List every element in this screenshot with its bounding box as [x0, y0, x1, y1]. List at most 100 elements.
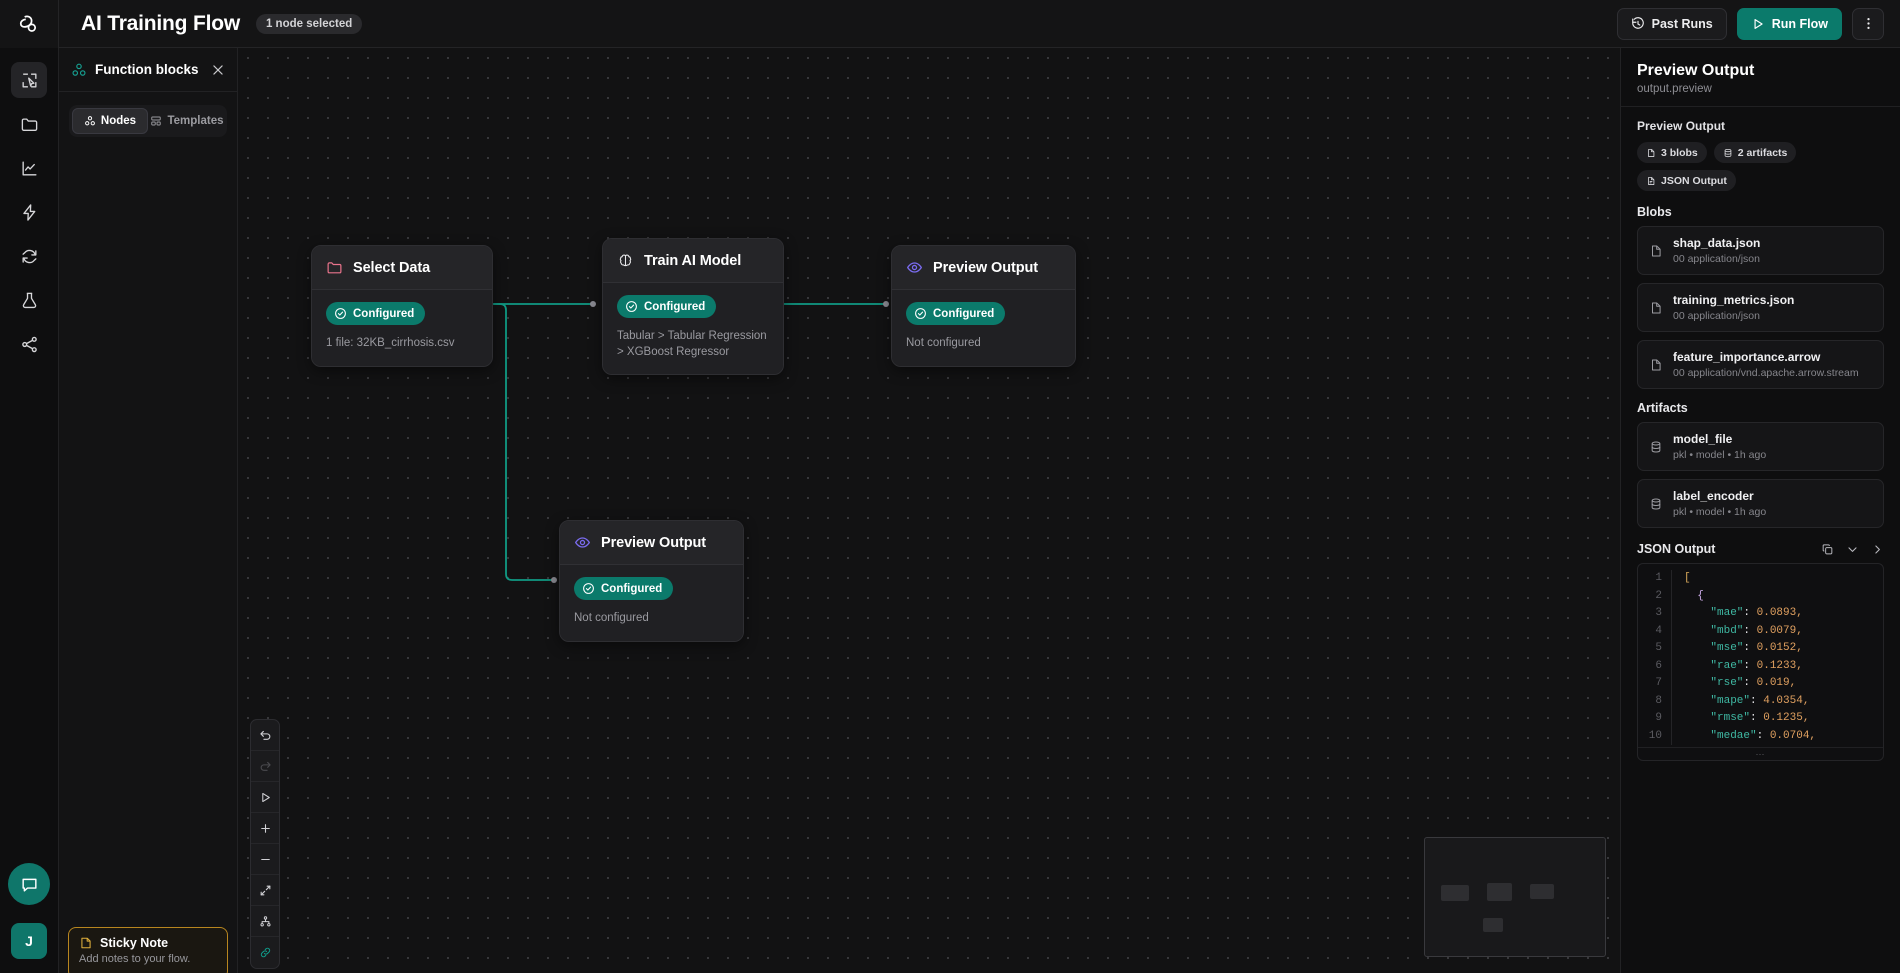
rail-item-sync[interactable] [11, 238, 47, 274]
vertical-dots-icon [1866, 18, 1870, 29]
minimap-node [1441, 885, 1469, 901]
blob-info: shap_data.json 00 application/json [1673, 236, 1760, 265]
copy-icon [1822, 543, 1833, 554]
app-logo[interactable] [0, 0, 59, 48]
preview-output-panel: Preview Output output.preview Preview Ou… [1620, 48, 1900, 973]
blob-item[interactable]: training_metrics.json 00 application/jso… [1637, 283, 1884, 332]
database-icon [1724, 148, 1732, 157]
json-resize-grip[interactable]: ⋯ [1638, 747, 1883, 760]
zoom-in-button[interactable] [251, 813, 279, 844]
tab-templates[interactable]: Templates [150, 108, 224, 134]
canvas-minimap[interactable] [1424, 837, 1606, 957]
link-button[interactable] [251, 937, 279, 968]
chat-button[interactable] [8, 863, 50, 905]
artifacts-title: Artifacts [1637, 401, 1688, 415]
blob-name: shap_data.json [1673, 236, 1761, 250]
panel-content: Preview Output 3 blobs 2 artifacts [1621, 107, 1900, 973]
link-icon [260, 947, 270, 958]
minimap-node [1530, 884, 1554, 899]
blob-item[interactable]: feature_importance.arrow 00 application/… [1637, 340, 1884, 389]
json-code-line: 4 "mbd": 0.0079, [1638, 622, 1883, 640]
rail-item-metrics[interactable] [11, 150, 47, 186]
json-key: "rse" [1710, 677, 1744, 689]
artifact-item[interactable]: model_file pkl • model • 1h ago [1637, 422, 1884, 471]
main-body: J Function blocks [0, 48, 1900, 973]
json-output-header: JSON Output [1637, 542, 1884, 556]
selection-badge: 1 node selected [255, 13, 363, 34]
database-icon-wrap [1649, 497, 1663, 511]
check-circle-icon [915, 308, 926, 319]
node-meta: Not configured [906, 337, 981, 349]
node-train-ai-model[interactable]: Train AI Model Configured Tabular > Tabu… [602, 238, 784, 376]
json-value: 4.0354, [1763, 694, 1810, 707]
artifact-item[interactable]: label_encoder pkl • model • 1h ago [1637, 479, 1884, 528]
node-meta: Tabular > Tabular Regression > XGBoost R… [617, 330, 767, 358]
rail-item-files[interactable] [11, 106, 47, 142]
copy-json-button[interactable] [1821, 543, 1834, 556]
tab-nodes[interactable]: Nodes [72, 108, 148, 134]
node-select-data[interactable]: Select Data Configured 1 file: 32KB_cirr… [311, 245, 493, 367]
more-options-button[interactable] [1852, 7, 1884, 40]
fit-view-button[interactable] [251, 875, 279, 906]
rail-item-experiments[interactable] [11, 282, 47, 318]
past-runs-button[interactable]: Past Runs [1616, 7, 1727, 40]
avatar[interactable]: J [11, 923, 47, 959]
brain-icon [619, 254, 632, 267]
flow-title-group: AI Training Flow 1 node selected [59, 12, 363, 36]
canvas-run-button[interactable] [251, 782, 279, 813]
json-key: "rmse" [1710, 712, 1751, 724]
json-output-viewer[interactable]: 1[2 {3 "mae": 0.0893,4 "mbd": 0.0079,5 "… [1637, 563, 1884, 761]
play-icon [1754, 18, 1763, 29]
rail-item-select-tool[interactable] [11, 62, 47, 98]
status-badge-label: Configured [601, 582, 663, 595]
json-line-text: "medae": 0.0704, [1710, 729, 1817, 742]
sticky-note-header: Sticky Note [79, 936, 217, 950]
json-code-line: 5 "mse": 0.0152, [1638, 640, 1883, 658]
close-panel-button[interactable] [211, 63, 225, 77]
folder-open-icon [327, 262, 342, 274]
json-code-line: 7 "rse": 0.019, [1638, 675, 1883, 693]
blob-item[interactable]: shap_data.json 00 application/json [1637, 226, 1884, 275]
node-preview-output-bottom[interactable]: Preview Output Configured Not configured [559, 520, 744, 642]
chip-json-output[interactable]: JSON Output [1637, 170, 1736, 191]
chip-artifacts[interactable]: 2 artifacts [1713, 142, 1797, 163]
auto-layout-button[interactable] [251, 906, 279, 937]
chevron-right-icon [1875, 544, 1880, 554]
json-line-text: "rse": 0.019, [1710, 677, 1797, 689]
blob-meta: 00 application/json [1673, 253, 1760, 265]
node-preview-output-top[interactable]: Preview Output Configured Not configured [891, 245, 1076, 367]
json-line-number: 4 [1638, 622, 1672, 640]
flask-icon [22, 292, 36, 308]
json-punctuation: [ [1684, 572, 1691, 584]
json-key: "rae" [1710, 659, 1744, 672]
node-body: Configured Not configured [560, 565, 743, 641]
json-line-text: "mbd": 0.0079, [1710, 624, 1803, 637]
node-title: Select Data [353, 259, 431, 276]
json-key: "mape" [1710, 694, 1751, 707]
flow-canvas[interactable]: Select Data Configured 1 file: 32KB_cirr… [238, 48, 1620, 973]
chip-blobs[interactable]: 3 blobs [1637, 142, 1707, 163]
file-icon [1652, 359, 1661, 370]
undo-button[interactable] [251, 720, 279, 751]
json-line-number: 5 [1638, 640, 1672, 658]
function-blocks-title: Function blocks [95, 62, 199, 77]
collapse-json-button[interactable] [1846, 543, 1859, 556]
redo-button[interactable] [251, 751, 279, 782]
past-runs-label: Past Runs [1651, 16, 1713, 31]
check-circle-icon [583, 583, 594, 594]
json-line-text: "rmse": 0.1235, [1710, 712, 1810, 724]
rail-item-runs[interactable] [11, 194, 47, 230]
rail-item-share[interactable] [11, 326, 47, 362]
hierarchy-icon [259, 915, 271, 926]
blobs-title: Blobs [1637, 205, 1672, 219]
function-blocks-list [59, 137, 237, 973]
expand-json-button[interactable] [1871, 543, 1884, 556]
zoom-out-button[interactable] [251, 844, 279, 875]
json-line-number: 6 [1638, 657, 1672, 675]
sticky-note-block[interactable]: Sticky Note Add notes to your flow. [68, 927, 228, 973]
status-badge: Configured [906, 302, 1006, 325]
file-icon [1652, 245, 1661, 256]
run-flow-button[interactable]: Run Flow [1736, 7, 1842, 40]
play-icon [261, 792, 270, 802]
